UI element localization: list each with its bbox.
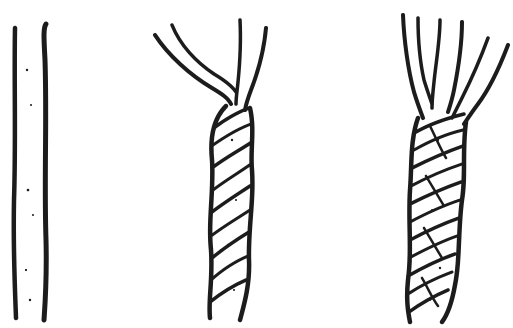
strand-left-edge (14, 28, 16, 318)
upper-strand-b-inner (236, 20, 240, 104)
single-strand-figure (14, 24, 47, 320)
twist-diagonals (210, 108, 252, 302)
strand-right-edge (44, 24, 46, 320)
two-ply-twist-figure (155, 20, 266, 320)
upper-strand-b-outer (245, 28, 266, 110)
upper-strand-1-right (418, 18, 432, 104)
strand-speckles (25, 69, 34, 301)
upper-strand-a-outer (155, 35, 231, 104)
upper-strand-2-left (432, 20, 440, 108)
three-ply-twist-figure (403, 15, 508, 322)
upper-strand-3-right (464, 45, 508, 124)
